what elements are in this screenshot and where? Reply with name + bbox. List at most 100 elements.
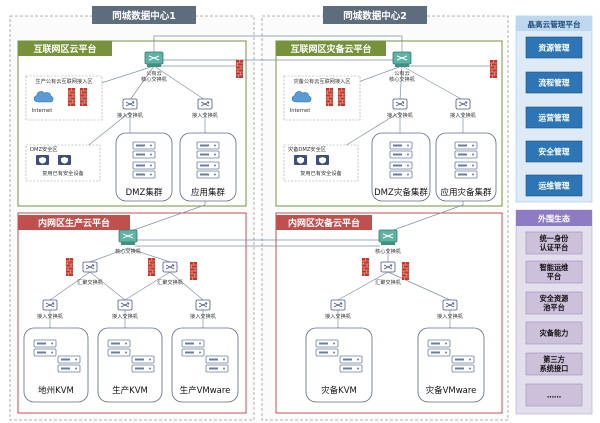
- internet-access-zone-1-label: 生产公有云互联网接入区: [35, 77, 92, 85]
- firewall-icon: [189, 261, 198, 281]
- svg-text:智能运维: 智能运维: [540, 263, 570, 272]
- firewall-icon: [361, 257, 370, 277]
- core-switch-2: 核心交换机: [375, 229, 402, 255]
- svg-text:应用灾备集群: 应用灾备集群: [440, 187, 492, 198]
- svg-text:DMZ集群: DMZ集群: [126, 187, 163, 198]
- internet-label-1: Internet: [32, 108, 53, 114]
- svg-text:接入交换机: 接入交换机: [437, 312, 464, 320]
- eco-item-aiops[interactable]: 智能运维 平台: [525, 260, 583, 284]
- firewall-icon: [67, 87, 76, 107]
- svg-text:……: ……: [547, 391, 561, 400]
- intranet-platform-2-title: 内网区灾备云平台: [288, 217, 360, 229]
- app-cluster: 应用集群: [179, 132, 237, 202]
- svg-text:接入交换机: 接入交换机: [192, 111, 219, 119]
- agg-switch-1a: 汇聚交换机: [77, 261, 104, 286]
- access-switch-1d: 接入交换机: [112, 299, 139, 320]
- svg-text:接入交换机: 接入交换机: [117, 111, 144, 119]
- dmz-zone-1-label: DMZ安全区: [30, 145, 58, 153]
- app-dr-cluster: 应用灾备集群: [435, 132, 497, 202]
- eco-item-third-party[interactable]: 第三方 系统接口: [525, 352, 583, 376]
- core-switch-1: 核心交换机: [115, 229, 142, 255]
- svg-text:接入交换机: 接入交换机: [387, 111, 414, 119]
- svg-text:灾备能力: 灾备能力: [540, 329, 569, 338]
- vmware-dr-cluster: 灾备VMware: [417, 327, 485, 403]
- public-core-switch-2: 公有云核心交换机: [389, 51, 416, 83]
- eco-item-identity-line1: 统一身份: [540, 234, 570, 243]
- intranet-platform-1-title: 内网区生产云平台: [38, 217, 110, 229]
- vmware-prod-cluster: 生产VMware: [171, 327, 239, 403]
- sidebar-item-security[interactable]: 安全管理: [525, 140, 583, 163]
- management-platform-title: 晶高云管理平台: [527, 19, 581, 29]
- internet-platform-2-title: 互联网区灾备云平台: [290, 43, 371, 55]
- security-devices-1-label: 复用已有安全设备: [42, 169, 84, 177]
- dmz-dr-cluster: DMZ灾备集群: [371, 132, 431, 202]
- svg-text:生产VMware: 生产VMware: [180, 385, 231, 396]
- eco-item-more[interactable]: ……: [525, 383, 583, 407]
- kvm-prod-cluster: 生产KVM: [97, 327, 163, 403]
- public-core-switch-1-label: 公有云核心交换机: [141, 69, 168, 83]
- svg-text:汇聚交换机: 汇聚交换机: [77, 278, 104, 286]
- connection-lines: [49, 35, 490, 330]
- management-platform-panel: 晶高云管理平台 资源管理 流程管理 运营管理 安全管理 运维管理: [515, 15, 593, 203]
- firewall-icon: [147, 257, 156, 277]
- sidebar-item-process[interactable]: 流程管理: [525, 71, 583, 94]
- security-device-icon: [316, 155, 329, 165]
- sidebar-item-operation[interactable]: 运营管理: [525, 106, 583, 129]
- firewall-icon: [235, 59, 244, 79]
- data-center-1-title: 同城数据中心1: [112, 10, 176, 22]
- internet-access-zone-2-label: 灾备公有云互联网接入区: [293, 77, 350, 85]
- security-devices-2-label: 复用已有安全设备: [300, 169, 342, 177]
- access-switch-2d: 接入交换机: [437, 299, 464, 320]
- security-device-icon: [294, 155, 307, 165]
- ecosystem-title: 外围生态: [538, 214, 570, 224]
- access-switch-1c: 接入交换机: [37, 299, 64, 320]
- svg-text:灾备KVM: 灾备KVM: [321, 385, 357, 396]
- svg-text:接入交换机: 接入交换机: [37, 312, 64, 320]
- svg-text:核心交换机: 核心交换机: [115, 247, 142, 255]
- svg-text:运营管理: 运营管理: [538, 113, 569, 123]
- svg-text:第三方: 第三方: [543, 355, 565, 364]
- access-switch-2a: 接入交换机: [387, 98, 414, 119]
- svg-text:资源管理: 资源管理: [538, 43, 569, 53]
- ecosystem-panel: 外围生态 统一身份 认证平台 智能运维 平台 安全资源 池平台 灾备能力 第三方…: [515, 209, 593, 415]
- security-device-icon: [36, 155, 49, 165]
- firewall-icon: [79, 87, 88, 107]
- internet-label-2: Internet: [290, 108, 311, 114]
- sidebar-item-maintenance[interactable]: 运维管理: [525, 174, 583, 197]
- svg-text:地州KVM: 地州KVM: [38, 385, 74, 396]
- internet-platform-1-title: 互联网区云平台: [33, 43, 96, 55]
- kvm-local-cluster: 地州KVM: [23, 327, 89, 403]
- svg-text:汇聚交换机: 汇聚交换机: [157, 278, 184, 286]
- dmz-cluster: DMZ集群: [115, 132, 173, 202]
- eco-item-security-pool[interactable]: 安全资源 池平台: [525, 291, 583, 315]
- svg-text:应用集群: 应用集群: [191, 187, 226, 198]
- svg-text:安全资源: 安全资源: [540, 294, 570, 303]
- firewall-icon: [337, 87, 346, 107]
- dmz-zone-2: 灾备DMZ安全区 复用已有安全设备: [283, 144, 359, 182]
- firewall-icon: [65, 257, 74, 277]
- dmz-zone-2-label: 灾备DMZ安全区: [288, 145, 326, 153]
- access-switch-1a: 接入交换机: [117, 98, 144, 119]
- sidebar-item-resource[interactable]: 资源管理: [525, 36, 583, 59]
- dmz-zone-1: DMZ安全区 复用已有安全设备: [25, 144, 101, 182]
- svg-text:接入交换机: 接入交换机: [325, 312, 352, 320]
- svg-text:运维管理: 运维管理: [538, 181, 569, 191]
- svg-text:接入交换机: 接入交换机: [450, 111, 477, 119]
- svg-text:系统接口: 系统接口: [540, 364, 569, 373]
- data-center-2-title: 同城数据中心2: [343, 10, 407, 22]
- svg-text:池平台: 池平台: [543, 303, 565, 312]
- svg-text:DMZ灾备集群: DMZ灾备集群: [374, 187, 428, 198]
- eco-item-dr-capability[interactable]: 灾备能力: [525, 321, 583, 345]
- svg-text:灾备VMware: 灾备VMware: [426, 385, 477, 396]
- svg-text:汇聚交换机: 汇聚交换机: [375, 278, 402, 286]
- svg-text:安全管理: 安全管理: [538, 147, 569, 157]
- svg-text:平台: 平台: [547, 272, 561, 281]
- access-switch-2b: 接入交换机: [450, 98, 477, 119]
- svg-text:核心交换机: 核心交换机: [375, 247, 402, 255]
- access-switch-1e: 接入交换机: [190, 299, 217, 320]
- internet-access-zone-2: 灾备公有云互联网接入区 Internet: [283, 75, 361, 121]
- kvm-dr-cluster: 灾备KVM: [305, 327, 373, 403]
- eco-item-identity[interactable]: 统一身份 认证平台: [525, 231, 583, 255]
- access-switch-2c: 接入交换机: [325, 299, 352, 320]
